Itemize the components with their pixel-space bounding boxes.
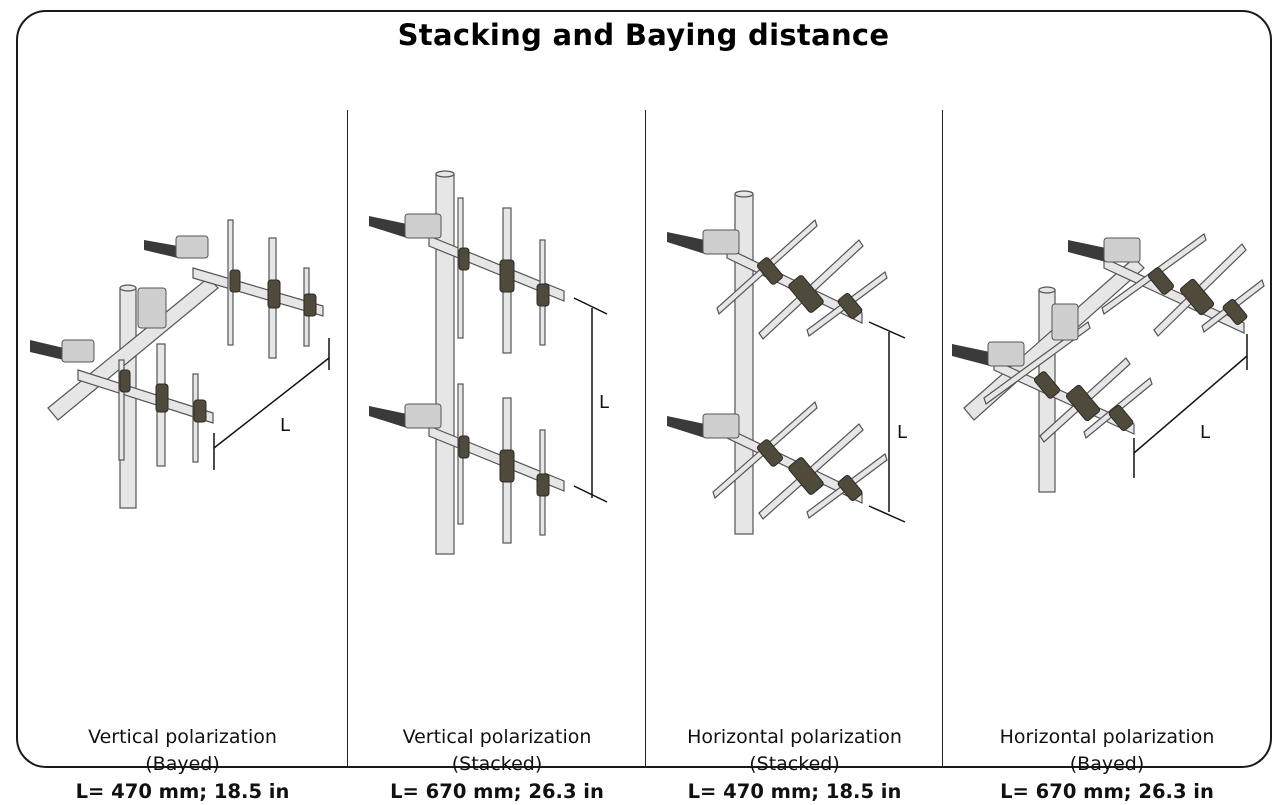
caption: Vertical polarization (Stacked) L= 670 m… (349, 724, 645, 805)
caption: Vertical polarization (Bayed) L= 470 mm;… (18, 724, 347, 805)
yagi-antenna-illustration-icon: L (30, 219, 330, 509)
panel-horizontal-stacked: L Horizontal polarization (Stacked) L= 4… (647, 108, 942, 803)
dimension-label: L (280, 415, 290, 436)
panel-vertical-bayed: L Vertical polarization (Bayed) L= 470 m… (18, 108, 347, 803)
panel-divider (942, 110, 943, 768)
caption-arrangement: (Stacked) (749, 753, 840, 775)
panel-divider (645, 110, 646, 768)
yagi-antenna-illustration-icon: L (952, 233, 1265, 493)
caption-arrangement: (Stacked) (451, 753, 543, 775)
caption-length: L= 670 mm; 26.3 in (390, 780, 604, 803)
yagi-antenna-illustration-icon: L (369, 170, 609, 555)
panel-divider (347, 110, 348, 768)
caption-polarization: Horizontal polarization (687, 726, 902, 748)
caption-length: L= 470 mm; 18.5 in (75, 780, 290, 803)
dimension-label: L (897, 422, 907, 443)
panel-horizontal-bayed: L Horizontal polarization (Bayed) L= 670… (944, 108, 1270, 803)
diagram-frame (16, 10, 1272, 768)
dimension-label: L (1200, 422, 1210, 443)
caption: Horizontal polarization (Stacked) L= 470… (647, 724, 942, 805)
caption: Horizontal polarization (Bayed) L= 670 m… (944, 724, 1270, 805)
caption-arrangement: (Bayed) (1069, 753, 1145, 775)
caption-length: L= 470 mm; 18.5 in (687, 780, 902, 803)
panel-vertical-stacked: L Vertical polarization (Stacked) L= 670… (349, 108, 645, 803)
caption-polarization: Vertical polarization (402, 726, 592, 748)
yagi-antenna-illustration-icon: L (667, 190, 907, 535)
dimension-label: L (599, 392, 609, 413)
caption-arrangement: (Bayed) (145, 753, 220, 775)
caption-length: L= 670 mm; 26.3 in (1000, 780, 1214, 803)
caption-polarization: Vertical polarization (88, 726, 277, 748)
caption-polarization: Horizontal polarization (999, 726, 1215, 748)
diagram-title: Stacking and Baying distance (397, 18, 890, 52)
